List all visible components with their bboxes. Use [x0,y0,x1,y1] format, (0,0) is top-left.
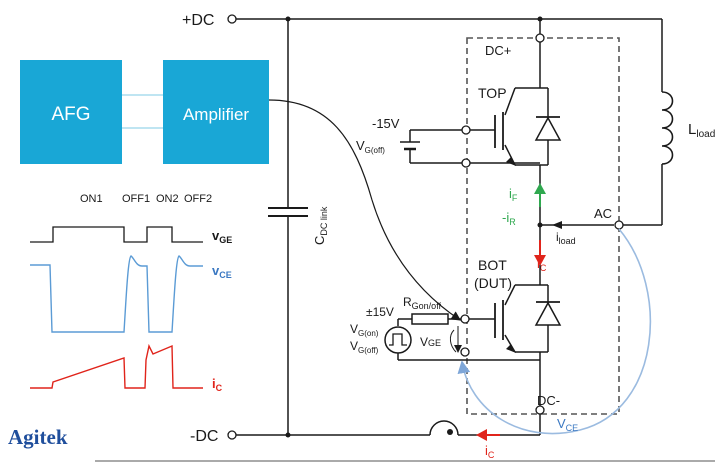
top-vg-label: VG(off) [356,138,385,155]
current-probe-symbol [429,420,459,436]
afg-label: AFG [51,104,90,125]
iload-arrow-icon [552,221,562,229]
bot-kelvin-terminal [460,347,470,357]
if-arrow-icon [534,183,546,194]
dc-plus-terminal [535,33,545,43]
vge-wave-sub: GE [219,235,232,245]
rg-main: R [403,295,412,309]
pos-dc-terminal [227,14,237,24]
ir-main: -i [502,210,509,225]
vce-measure-main: V [557,416,566,431]
neg-dc-terminal [227,430,237,440]
amplifier-output-wire [268,99,461,321]
top-emitter-arrow-icon [506,157,516,166]
ir-sub: R [509,217,516,227]
vge-probe-arc [449,329,457,353]
bot-switch-label-1: BOT [478,257,507,273]
load-main: L [688,121,696,138]
vg-off-main: V [350,339,358,353]
cap-label-sub: DC link [319,206,329,236]
vg-on-main: V [350,322,358,336]
ic-rail-sub: C [488,450,495,460]
vce-measure-sub: CE [566,423,579,433]
ic-rail-label: iC [485,443,495,460]
vg-off-label: VG(off) [350,339,379,355]
amplifier-block [163,60,269,164]
if-sub: F [512,193,518,203]
cap-label-main: C [312,236,327,245]
ir-label: -iR [502,210,516,227]
gate-resistor [411,313,449,325]
pulse-icon [389,333,407,346]
top-diode-icon [534,116,562,141]
ac-label: AC [594,206,612,221]
brand-logo: Agitek [8,425,68,449]
phase-label-on2: ON2 [156,193,179,205]
vge-wave-label: vGE [212,228,232,245]
bot-diode-icon [534,301,562,326]
phase-label-off2: OFF2 [184,193,212,205]
bot-supply-label: ±15V [366,305,394,319]
top-switch-label: TOP [478,85,507,101]
dc-minus-label: DC- [537,393,560,408]
ic-module-label: iC [537,256,547,273]
bot-gate-terminal [460,314,470,324]
top-vg-sub: G(off) [365,146,386,155]
vge-main: V [420,335,428,349]
pos-dc-label: +DC [182,12,214,29]
afg-block [20,60,122,164]
vg-on-sub: G(on) [358,329,379,338]
top-collector-diag [504,87,516,116]
top-gate-terminal [461,125,471,135]
if-label: iF [509,186,518,203]
top-kelvin-terminal [461,158,471,168]
pulse-source [384,326,412,354]
amplifier-label: Amplifier [183,105,249,124]
ic-wave-label: iC [212,376,223,393]
ic-waveform [30,343,203,389]
vge-label: VGE [420,335,441,349]
vg-on-label: VG(on) [350,322,379,338]
iload-label: iload [556,230,576,246]
bot-emitter-arrow-icon [506,344,516,353]
vce-waveform [30,255,203,333]
vce-measure-arc [457,228,652,435]
bot-collector-diag [504,284,516,306]
ac-terminal [614,220,624,230]
load-sub: load [696,129,715,140]
iload-sub: load [559,236,576,246]
vce-wave-label: vCE [212,263,232,280]
vge-waveform [30,226,203,243]
ic-wave-main: i [212,376,216,391]
ic-rail-arrow-icon [476,429,487,441]
vge-wave-main: v [212,228,220,243]
load-inductor-icon [661,91,674,165]
ic-arrow-icon [534,255,546,266]
dc-plus-label: DC+ [485,43,511,58]
vge-sub: GE [428,338,441,348]
neg-dc-label: -DC [190,428,218,445]
load-label: Lload [688,121,715,140]
vg-off-sub: G(off) [358,346,379,355]
vce-wave-main: v [212,263,220,278]
vce-measure-label: VCE [557,416,578,433]
vce-wave-sub: CE [219,270,232,280]
bot-switch-label-2: (DUT) [474,275,512,291]
cap-label: CDC link [312,206,329,245]
rg-sub: Gon/off [412,301,442,311]
ic-module-main: i [537,256,540,271]
current-probe-dot [447,429,453,435]
if-main: i [509,186,512,201]
ic-rail-main: i [485,443,488,458]
ic-module-sub: C [540,263,547,273]
phase-label-on1: ON1 [80,193,103,205]
iload-main: i [556,230,559,244]
top-supply-label: -15V [372,116,400,131]
ic-wave-sub: C [216,383,223,393]
rg-label: RGon/off [403,295,442,311]
top-vg-main: V [356,138,365,153]
phase-label-off1: OFF1 [122,193,150,205]
